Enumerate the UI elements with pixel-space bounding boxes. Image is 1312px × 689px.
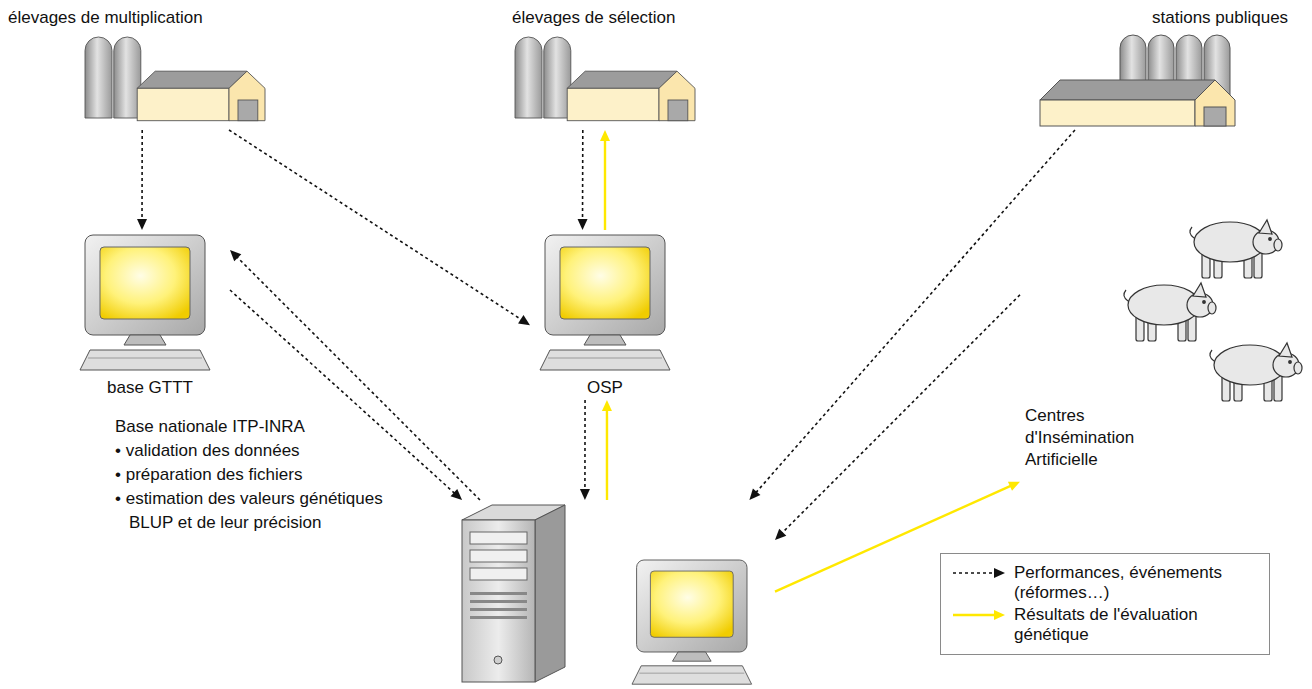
drive-bay — [470, 532, 527, 544]
node-label: base GTTT — [107, 378, 193, 398]
vent-slot — [470, 608, 527, 611]
data-arrow — [230, 250, 480, 500]
legend-line — [953, 572, 995, 574]
farm-icon — [515, 37, 695, 121]
pig-icon — [1124, 283, 1216, 341]
legend-text: Performances, événements (réformes…) — [1014, 563, 1259, 603]
farm-node: élevages de sélection — [470, 5, 710, 130]
legend-sample — [951, 607, 1006, 623]
drive-bay — [470, 550, 527, 562]
node-heading: Base nationale ITP-INRA — [115, 415, 415, 439]
node-label: stations publiques — [1152, 8, 1288, 28]
node-label: élevages de sélection — [512, 8, 676, 28]
dotted-line — [236, 256, 480, 500]
arrowhead — [775, 529, 786, 540]
arrowhead — [578, 219, 588, 230]
result-line — [606, 409, 608, 500]
computer-icon — [632, 560, 752, 684]
text-column: Base nationale ITP-INRA• validation des … — [115, 415, 415, 535]
vent-slot — [470, 592, 527, 595]
bullet-item: • estimation des valeurs génétiques BLUP… — [115, 487, 415, 535]
dotted-line — [582, 130, 584, 221]
arrowhead — [580, 489, 590, 500]
arrowhead — [600, 130, 610, 141]
server-node: Base nationale ITP-INRA• validation des … — [455, 500, 775, 687]
computer-icon — [540, 235, 670, 370]
data-arrow — [137, 130, 147, 230]
drive-bay — [470, 568, 527, 580]
result-arrow — [602, 400, 612, 500]
legend-row: Résultats de l'évaluation génétique — [951, 605, 1259, 645]
tower-side — [535, 505, 565, 682]
arrowhead — [749, 488, 760, 500]
vent-slot — [470, 616, 527, 619]
data-arrow — [775, 295, 1020, 540]
legend-text: Résultats de l'évaluation génétique — [1014, 605, 1259, 645]
dotted-line — [229, 130, 522, 320]
farm-icon — [85, 37, 265, 121]
data-arrow — [578, 130, 588, 230]
arrowhead — [230, 250, 241, 261]
dotted-line — [141, 130, 143, 221]
pig-icon — [1210, 343, 1302, 401]
station-icon — [1040, 35, 1235, 126]
wall — [1040, 100, 1195, 126]
bullet-item: • préparation des fichiers — [115, 463, 415, 487]
arrowhead — [602, 400, 612, 411]
node-label: Centres d'Insémination Artificielle — [1025, 405, 1155, 471]
station-node: stations publiques — [1035, 5, 1305, 130]
legend-line — [953, 614, 995, 616]
computer-node: base GTTT — [70, 230, 230, 400]
result-arrow — [600, 130, 610, 230]
computer-node: OSP — [530, 230, 680, 400]
arrowhead — [994, 610, 1005, 620]
result-line — [604, 139, 606, 230]
door — [1204, 107, 1226, 126]
arrowhead — [137, 219, 147, 230]
vent-slot — [470, 600, 527, 603]
dotted-line — [584, 400, 586, 491]
arrowhead — [518, 315, 530, 325]
node-label: élevages de multiplication — [8, 8, 203, 28]
data-arrow — [229, 130, 530, 325]
roof — [1040, 80, 1215, 100]
bullet-item: • validation des données — [115, 439, 415, 463]
ai-centre-node: Centres d'Insémination Artificielle — [1020, 215, 1305, 490]
pig-icon — [1190, 220, 1282, 278]
server-tower — [462, 505, 565, 682]
arrowhead — [1008, 482, 1020, 491]
legend-box: Performances, événements (réformes…)Résu… — [940, 553, 1270, 655]
computer-icon — [80, 235, 210, 370]
power-button — [494, 656, 502, 664]
farm-node: élevages de multiplication — [5, 5, 285, 130]
arrowhead — [994, 568, 1005, 578]
legend-row: Performances, événements (réformes…) — [951, 563, 1259, 603]
gable — [1195, 80, 1235, 126]
legend-sample — [951, 565, 1006, 581]
tower-front — [462, 520, 535, 682]
dotted-line — [230, 290, 455, 494]
node-label: OSP — [587, 378, 623, 398]
data-arrow — [580, 400, 590, 500]
arrowhead — [451, 489, 463, 500]
